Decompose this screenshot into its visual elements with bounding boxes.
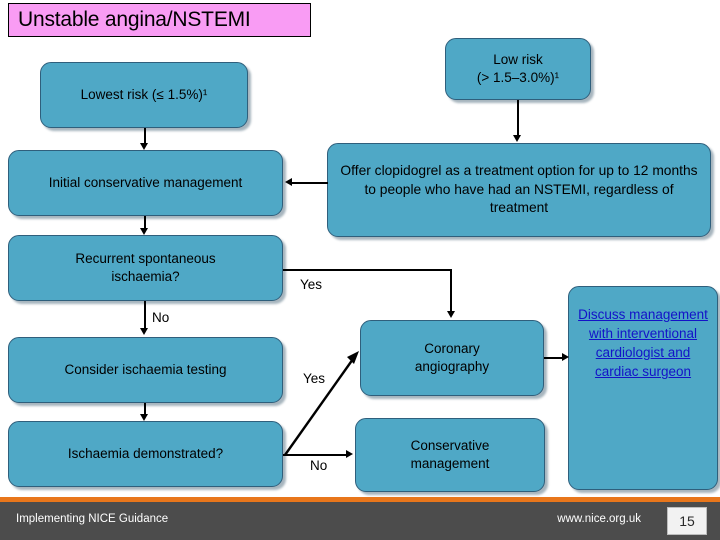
node-lowest-risk-label: Lowest risk (≤ 1.5%)¹ [80, 86, 208, 102]
node-conservative-management[interactable]: Conservative management [355, 418, 545, 492]
connector-recurrent-yes-vertical [450, 269, 453, 313]
footer-url-text: www.nice.org.uk [557, 513, 641, 525]
footer-page-number: 15 [667, 507, 707, 535]
edge-label-demonstrated-yes: Yes [303, 371, 326, 386]
node-consider-testing-label: Consider ischaemia testing [64, 361, 227, 377]
node-conservative-line2: management [410, 456, 490, 471]
page-title-text: Unstable angina/NSTEMI [18, 8, 251, 31]
connector-demonstrated-yes [284, 351, 359, 456]
arrowhead-coronary-to-discuss [562, 353, 569, 361]
node-recurrent-line1: Recurrent spontaneous [75, 250, 216, 266]
node-discuss-management-label: Discuss management with interventional c… [578, 307, 708, 380]
footer-accent-stripe [0, 497, 720, 502]
node-low-risk-line2: (> 1.5–3.0%)¹ [476, 70, 560, 85]
node-ischaemia-demonstrated[interactable]: Ischaemia demonstrated? [8, 421, 283, 487]
connector-clopidogrel-to-initial [292, 182, 328, 185]
arrowhead-lowest-to-initial [140, 143, 148, 150]
connector-initial-to-recurrent [144, 216, 146, 229]
arrowhead-lowrisk-to-clopidogrel [513, 135, 521, 142]
arrowhead-recurrent-yes [447, 311, 455, 318]
node-coronary-line1: Coronary [424, 340, 480, 356]
node-recurrent-ischaemia[interactable]: Recurrent spontaneous ischaemia? [8, 235, 283, 301]
node-conservative-line1: Conservative [410, 437, 490, 453]
footer-bar: Implementing NICE Guidance www.nice.org.… [0, 502, 720, 540]
node-coronary-line2: angiography [414, 359, 490, 374]
connector-demonstrated-no [283, 454, 347, 457]
node-low-risk[interactable]: Low risk (> 1.5–3.0%)¹ [445, 38, 591, 100]
connector-recurrent-yes-horizontal [283, 269, 452, 272]
connector-lowest-to-initial [144, 128, 146, 144]
node-discuss-management-link[interactable]: Discuss management with interventional c… [568, 286, 718, 490]
page-title: Unstable angina/NSTEMI [8, 3, 311, 37]
connector-recurrent-no [144, 301, 146, 329]
arrowhead-demonstrated-no [346, 450, 353, 458]
node-offer-clopidogrel-label: Offer clopidogrel as a treatment option … [340, 163, 698, 216]
node-low-risk-line1: Low risk [493, 51, 543, 67]
node-lowest-risk[interactable]: Lowest risk (≤ 1.5%)¹ [40, 62, 248, 128]
node-recurrent-line2: ischaemia? [111, 269, 180, 284]
edge-label-recurrent-no: No [152, 310, 170, 325]
edge-label-demonstrated-no: No [310, 458, 328, 473]
connector-testing-to-demonstrated [144, 403, 146, 415]
footer-left-text: Implementing NICE Guidance [16, 513, 169, 525]
connector-lowrisk-to-clopidogrel [517, 100, 519, 136]
arrowhead-recurrent-no [140, 328, 148, 335]
arrowhead-testing-to-demonstrated [140, 414, 148, 421]
connector-coronary-to-discuss [544, 357, 564, 360]
node-ischaemia-demonstrated-label: Ischaemia demonstrated? [67, 445, 224, 461]
arrowhead-initial-to-recurrent [140, 228, 148, 235]
node-initial-conservative-management[interactable]: Initial conservative management [8, 150, 283, 216]
node-initial-conservative-label: Initial conservative management [48, 174, 243, 190]
edge-label-recurrent-yes: Yes [300, 277, 323, 292]
node-coronary-angiography[interactable]: Coronary angiography [360, 320, 544, 396]
arrowhead-clopidogrel-to-initial [285, 178, 292, 186]
node-consider-ischaemia-testing[interactable]: Consider ischaemia testing [8, 337, 283, 403]
node-offer-clopidogrel[interactable]: Offer clopidogrel as a treatment option … [327, 143, 711, 237]
